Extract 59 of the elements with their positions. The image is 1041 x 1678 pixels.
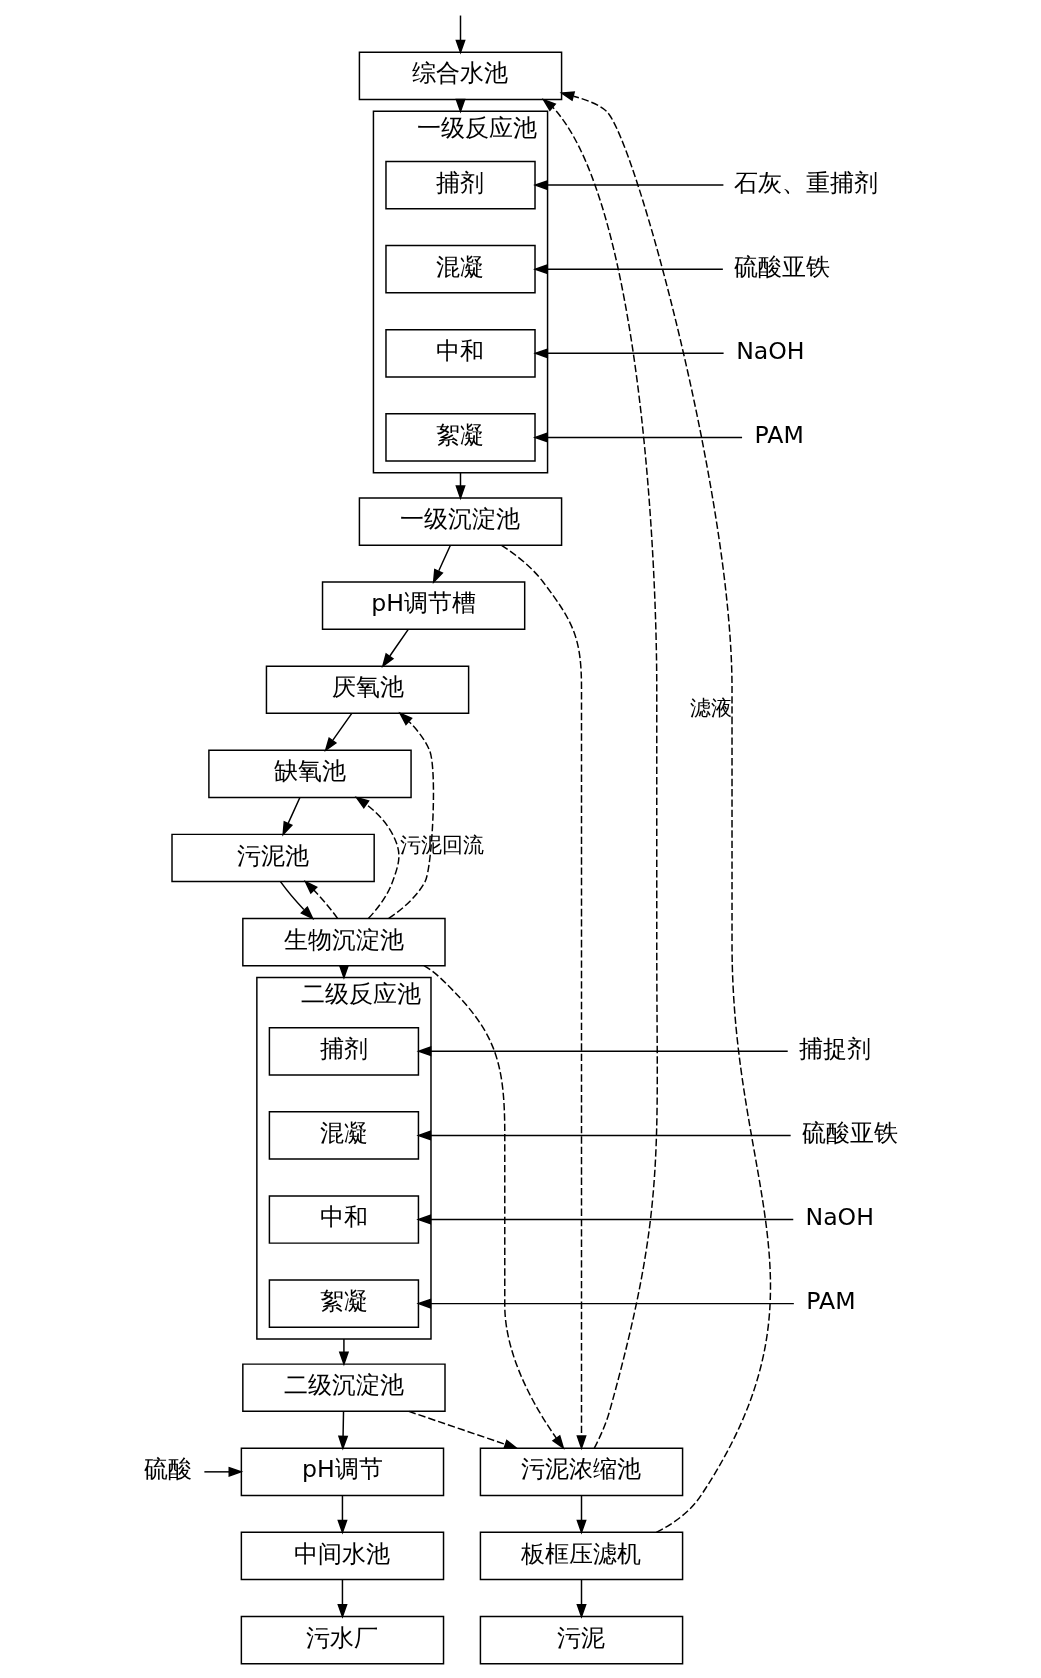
node-box: 污泥池 xyxy=(170,833,375,883)
arrow xyxy=(203,1466,243,1478)
arrow xyxy=(407,1410,519,1450)
arrow xyxy=(532,179,724,191)
node-text: 石灰、重捕剂 xyxy=(733,168,878,197)
arrow xyxy=(415,1298,795,1309)
node-box: 中间水池 xyxy=(240,1531,444,1581)
node-box: 板框压滤机 xyxy=(479,1531,683,1581)
node-box: 缺氧池 xyxy=(207,749,412,799)
arrow xyxy=(381,628,409,668)
arrow xyxy=(354,796,400,920)
node-box: pH调节槽 xyxy=(321,581,525,630)
node-box: 污泥 xyxy=(479,1615,683,1665)
node-text: 硫酸 xyxy=(143,1455,192,1484)
node-text: PAM xyxy=(754,421,804,450)
node-box: 中和 xyxy=(268,1195,419,1244)
node-box: 混凝 xyxy=(268,1111,419,1160)
edge-label: 滤液 xyxy=(689,695,732,720)
node-text: 硫酸亚铁 xyxy=(801,1119,898,1148)
arrow xyxy=(532,348,724,359)
arrow xyxy=(387,711,434,920)
node-box: 二级沉淀池 xyxy=(241,1363,446,1413)
node-box: 捕剂 xyxy=(268,1026,419,1076)
node-text: NaOH xyxy=(735,336,805,365)
arrow xyxy=(415,1130,791,1141)
node-box: 一级沉淀池 xyxy=(358,497,562,546)
arrow xyxy=(337,1410,348,1451)
arrow xyxy=(532,264,724,275)
arrow xyxy=(432,544,451,585)
arrow xyxy=(336,1578,348,1619)
arrow xyxy=(303,880,338,920)
arrow xyxy=(500,544,587,1451)
node-box: 絮凝 xyxy=(384,413,536,462)
arrow xyxy=(559,91,771,1534)
node-text: NaOH xyxy=(805,1203,874,1232)
arrow xyxy=(532,432,743,443)
arrow xyxy=(454,14,466,55)
node-text: 硫酸亚铁 xyxy=(733,252,830,281)
arrow xyxy=(415,1214,794,1225)
edge-label: 污泥回流 xyxy=(399,832,484,857)
arrow xyxy=(336,1494,348,1535)
arrow xyxy=(541,98,658,1449)
node-box: 污水厂 xyxy=(240,1615,444,1665)
arrow xyxy=(279,880,314,921)
arrow xyxy=(323,712,353,753)
arrow xyxy=(416,1046,788,1057)
node-box: 捕剂 xyxy=(384,160,536,210)
node-text: PAM xyxy=(805,1287,856,1316)
node-box: 厌氧池 xyxy=(265,665,469,715)
node-box: 混凝 xyxy=(384,244,536,294)
arrow xyxy=(575,1578,587,1619)
node-box: 中和 xyxy=(384,328,536,378)
node-box: 污泥浓缩池 xyxy=(479,1447,683,1497)
arrow xyxy=(575,1494,587,1535)
arrow xyxy=(281,796,301,837)
node-text: 捕捉剂 xyxy=(798,1034,871,1063)
arrow xyxy=(338,1338,349,1367)
node-box: 絮凝 xyxy=(268,1279,419,1328)
node-box: pH调节 xyxy=(240,1447,444,1497)
